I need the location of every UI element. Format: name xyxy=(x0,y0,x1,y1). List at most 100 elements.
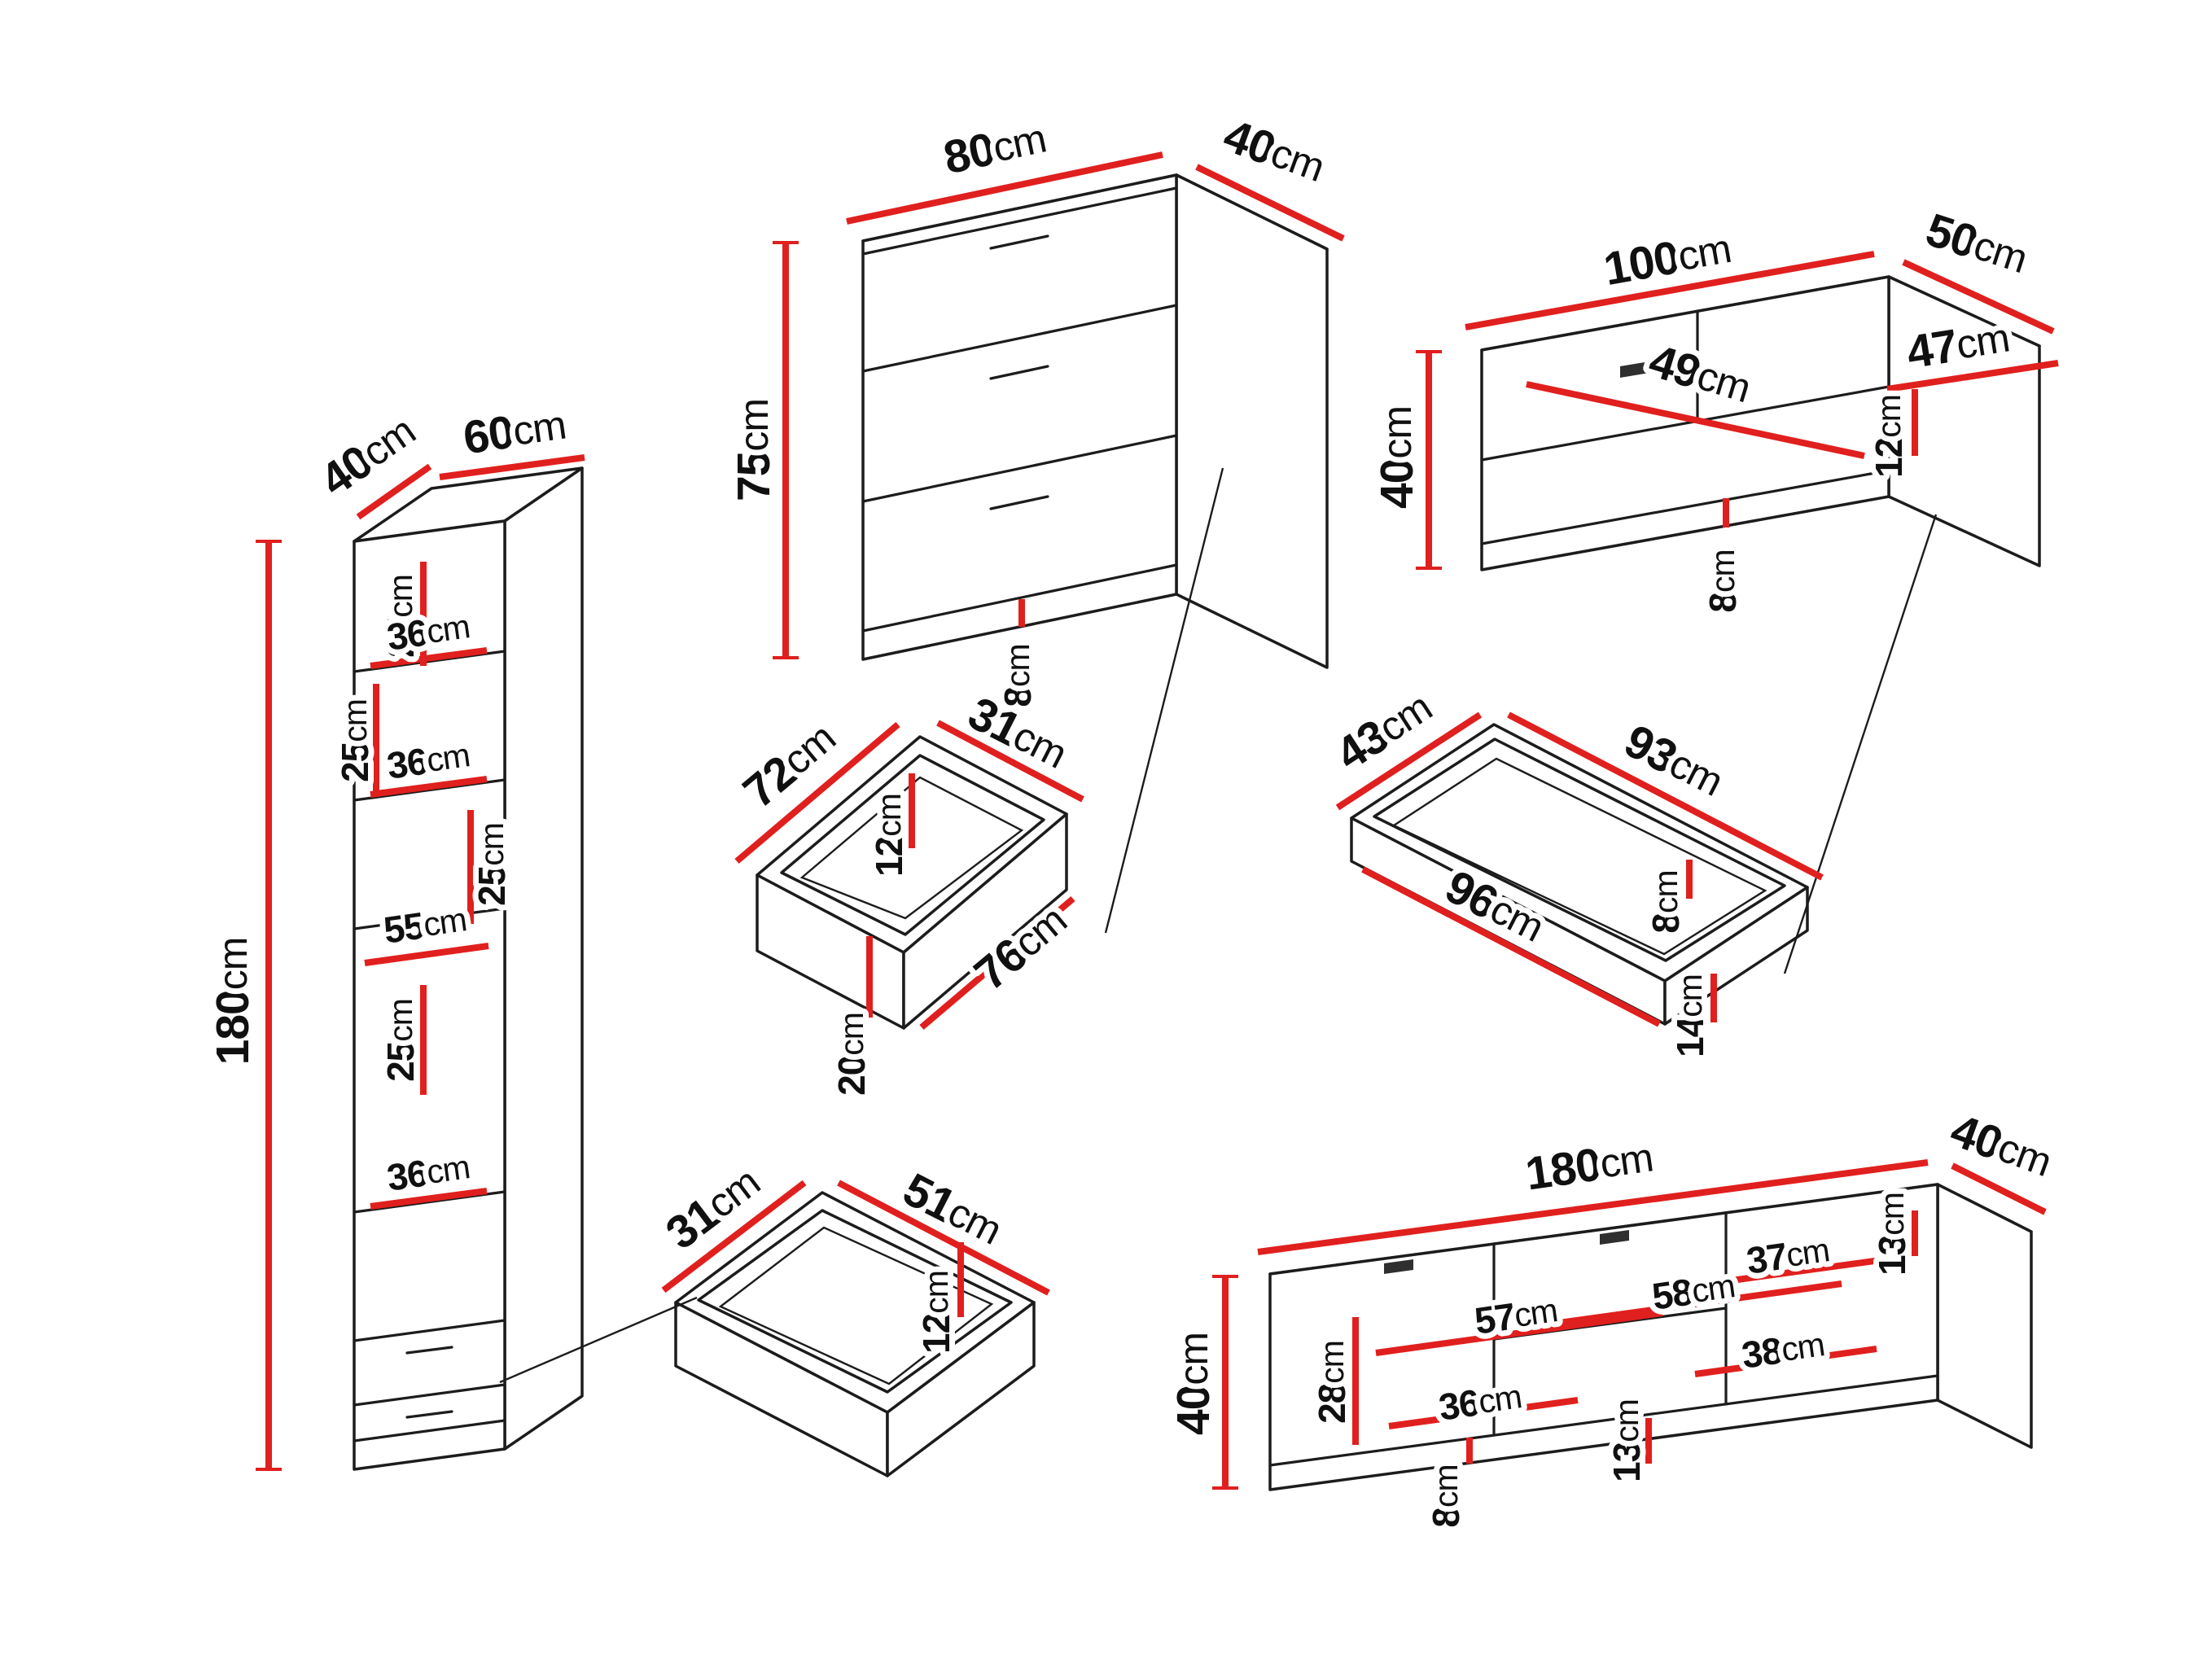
dim-unit: cm xyxy=(424,607,472,650)
dim-unit: cm xyxy=(421,900,469,943)
cabinet-drawer-top-edge xyxy=(353,1319,506,1342)
dim-unit: cm xyxy=(1689,1267,1737,1310)
dim-tv-large-section-height: 28cm xyxy=(1311,1341,1353,1424)
cabinet-shelf-a-line xyxy=(370,647,488,669)
callout-cabinet-to-drawer-c xyxy=(499,1296,698,1384)
dim-drawer-b-inner-height: 8cm xyxy=(1645,870,1687,933)
cabinet-depth-line xyxy=(356,463,432,520)
chest-drawer2-handle xyxy=(989,365,1049,380)
chest-depth-line xyxy=(1195,164,1345,242)
chest-width-line xyxy=(846,151,1163,225)
dim-unit: cm xyxy=(833,1013,870,1056)
dim-tv-large-shelf-a: 13cm xyxy=(1871,1193,1913,1276)
dim-cabinet-width: 60cm xyxy=(460,399,569,465)
dim-drawer-a-width: 72cm xyxy=(734,712,846,818)
drawer-a-front-width-line xyxy=(919,895,1075,1031)
dim-drawer-a-front-height: 20cm xyxy=(830,1013,873,1096)
cabinet-drawer-divider xyxy=(353,1383,506,1407)
dim-value: 20 xyxy=(830,1056,873,1096)
dim-chest-plinth: 8cm xyxy=(996,644,1039,707)
chest-top-board-edge xyxy=(861,186,1178,256)
dim-unit: cm xyxy=(1704,549,1741,593)
dim-unit: cm xyxy=(1671,974,1709,1018)
tv-small-niche-right-line xyxy=(1886,360,2059,392)
tv-small-mid-shelf-edge xyxy=(1480,385,1890,462)
dim-value: 12 xyxy=(868,837,910,877)
tv-large-niche-a-line xyxy=(1375,1310,1663,1356)
cabinet-width-line xyxy=(439,454,585,480)
drawer-c-right-wall xyxy=(886,1301,1036,1477)
dim-unit: cm xyxy=(1608,1399,1645,1442)
drawer-a-width-line xyxy=(734,721,900,865)
dim-unit: cm xyxy=(510,402,568,454)
drawer-b-right-wall xyxy=(1663,886,1809,1026)
dim-value: 180 xyxy=(207,990,259,1065)
dim-unit: cm xyxy=(1953,314,2013,367)
dim-value: 25 xyxy=(379,1041,422,1082)
dim-unit: cm xyxy=(1647,870,1684,913)
dim-unit: cm xyxy=(1313,1341,1351,1384)
tv-large-handle-2 xyxy=(1600,1230,1629,1245)
dimension-lines xyxy=(256,151,2059,1490)
dim-unit: cm xyxy=(424,1148,472,1191)
dim-cabinet-depth: 40cm xyxy=(311,405,425,507)
dim-unit: cm xyxy=(1779,1325,1827,1368)
tv-large-plinth-edge xyxy=(1268,1374,1939,1467)
dim-unit: cm xyxy=(1784,1231,1832,1274)
dim-value: 58 xyxy=(1649,1270,1695,1317)
dim-value: 100 xyxy=(1600,231,1683,295)
dim-unit: cm xyxy=(731,399,777,452)
tv-large-handle-1 xyxy=(1384,1259,1413,1274)
dim-value: 75 xyxy=(728,451,780,501)
tv-small-handle xyxy=(1620,361,1649,378)
dim-unit: cm xyxy=(989,116,1050,171)
dim-drawer-b-depth: 43cm xyxy=(1327,681,1442,781)
dim-value: 36 xyxy=(1436,1381,1482,1428)
dim-value: 55 xyxy=(381,904,427,951)
dim-tv-large-depth: 40cm xyxy=(1944,1104,2058,1188)
dim-value: 12 xyxy=(1868,438,1910,478)
piece-tv-stand-small xyxy=(1480,275,2041,571)
dim-value: 14 xyxy=(1669,1016,1711,1057)
chest-drawer-line-1 xyxy=(861,304,1178,373)
dim-value: 8 xyxy=(1645,913,1687,934)
drawer-a-floor xyxy=(799,776,1024,920)
dim-unit: cm xyxy=(382,575,419,618)
dim-tv-large-shelf-b: 13cm xyxy=(1605,1399,1648,1482)
dim-unit: cm xyxy=(382,999,419,1042)
dim-value: 13 xyxy=(1605,1442,1648,1482)
dim-cabinet-section-b: 25cm xyxy=(334,699,376,782)
dim-value: 13 xyxy=(1871,1236,1913,1276)
dim-cabinet-height: 180cm xyxy=(207,938,259,1066)
dim-value: 25 xyxy=(471,865,513,906)
dim-value: 57 xyxy=(1472,1294,1518,1342)
drawer-b-depth-line xyxy=(1335,711,1483,811)
cabinet-front-face xyxy=(353,519,506,1471)
dim-unit: cm xyxy=(473,823,510,866)
tv-large-front-face xyxy=(1268,1183,1939,1491)
dim-cabinet-section-d: 25cm xyxy=(379,999,422,1082)
dim-tv-small-depth: 50cm xyxy=(1920,204,2034,285)
dim-cabinet-section-a: 25cm xyxy=(379,575,422,658)
piece-drawer-c xyxy=(674,1191,1036,1477)
dim-tv-small-height: 40cm xyxy=(1371,406,1423,509)
dim-tv-large-height: 40cm xyxy=(1167,1333,1220,1435)
dim-unit: cm xyxy=(1597,1134,1656,1186)
tv-large-niche-d-line xyxy=(1694,1346,1877,1377)
dim-value: 36 xyxy=(384,611,430,658)
piece-chest xyxy=(861,173,1329,669)
cabinet-side-face xyxy=(503,466,584,1451)
dim-unit: cm xyxy=(918,1271,955,1314)
drawer-c-floor xyxy=(718,1226,994,1385)
tv-large-side-face xyxy=(1936,1183,2033,1449)
chest-side-face xyxy=(1175,173,1329,669)
dim-drawer-a-inner-height: 12cm xyxy=(868,794,910,877)
dim-tv-small-niche-height: 12cm xyxy=(1868,395,1910,478)
drawer-b-inner-rim xyxy=(1373,738,1786,962)
tv-large-width-line xyxy=(1257,1159,1929,1255)
piece-drawer-b xyxy=(1350,723,1809,1026)
dim-value: 40 xyxy=(1371,459,1423,509)
dim-value: 37 xyxy=(1744,1234,1789,1281)
